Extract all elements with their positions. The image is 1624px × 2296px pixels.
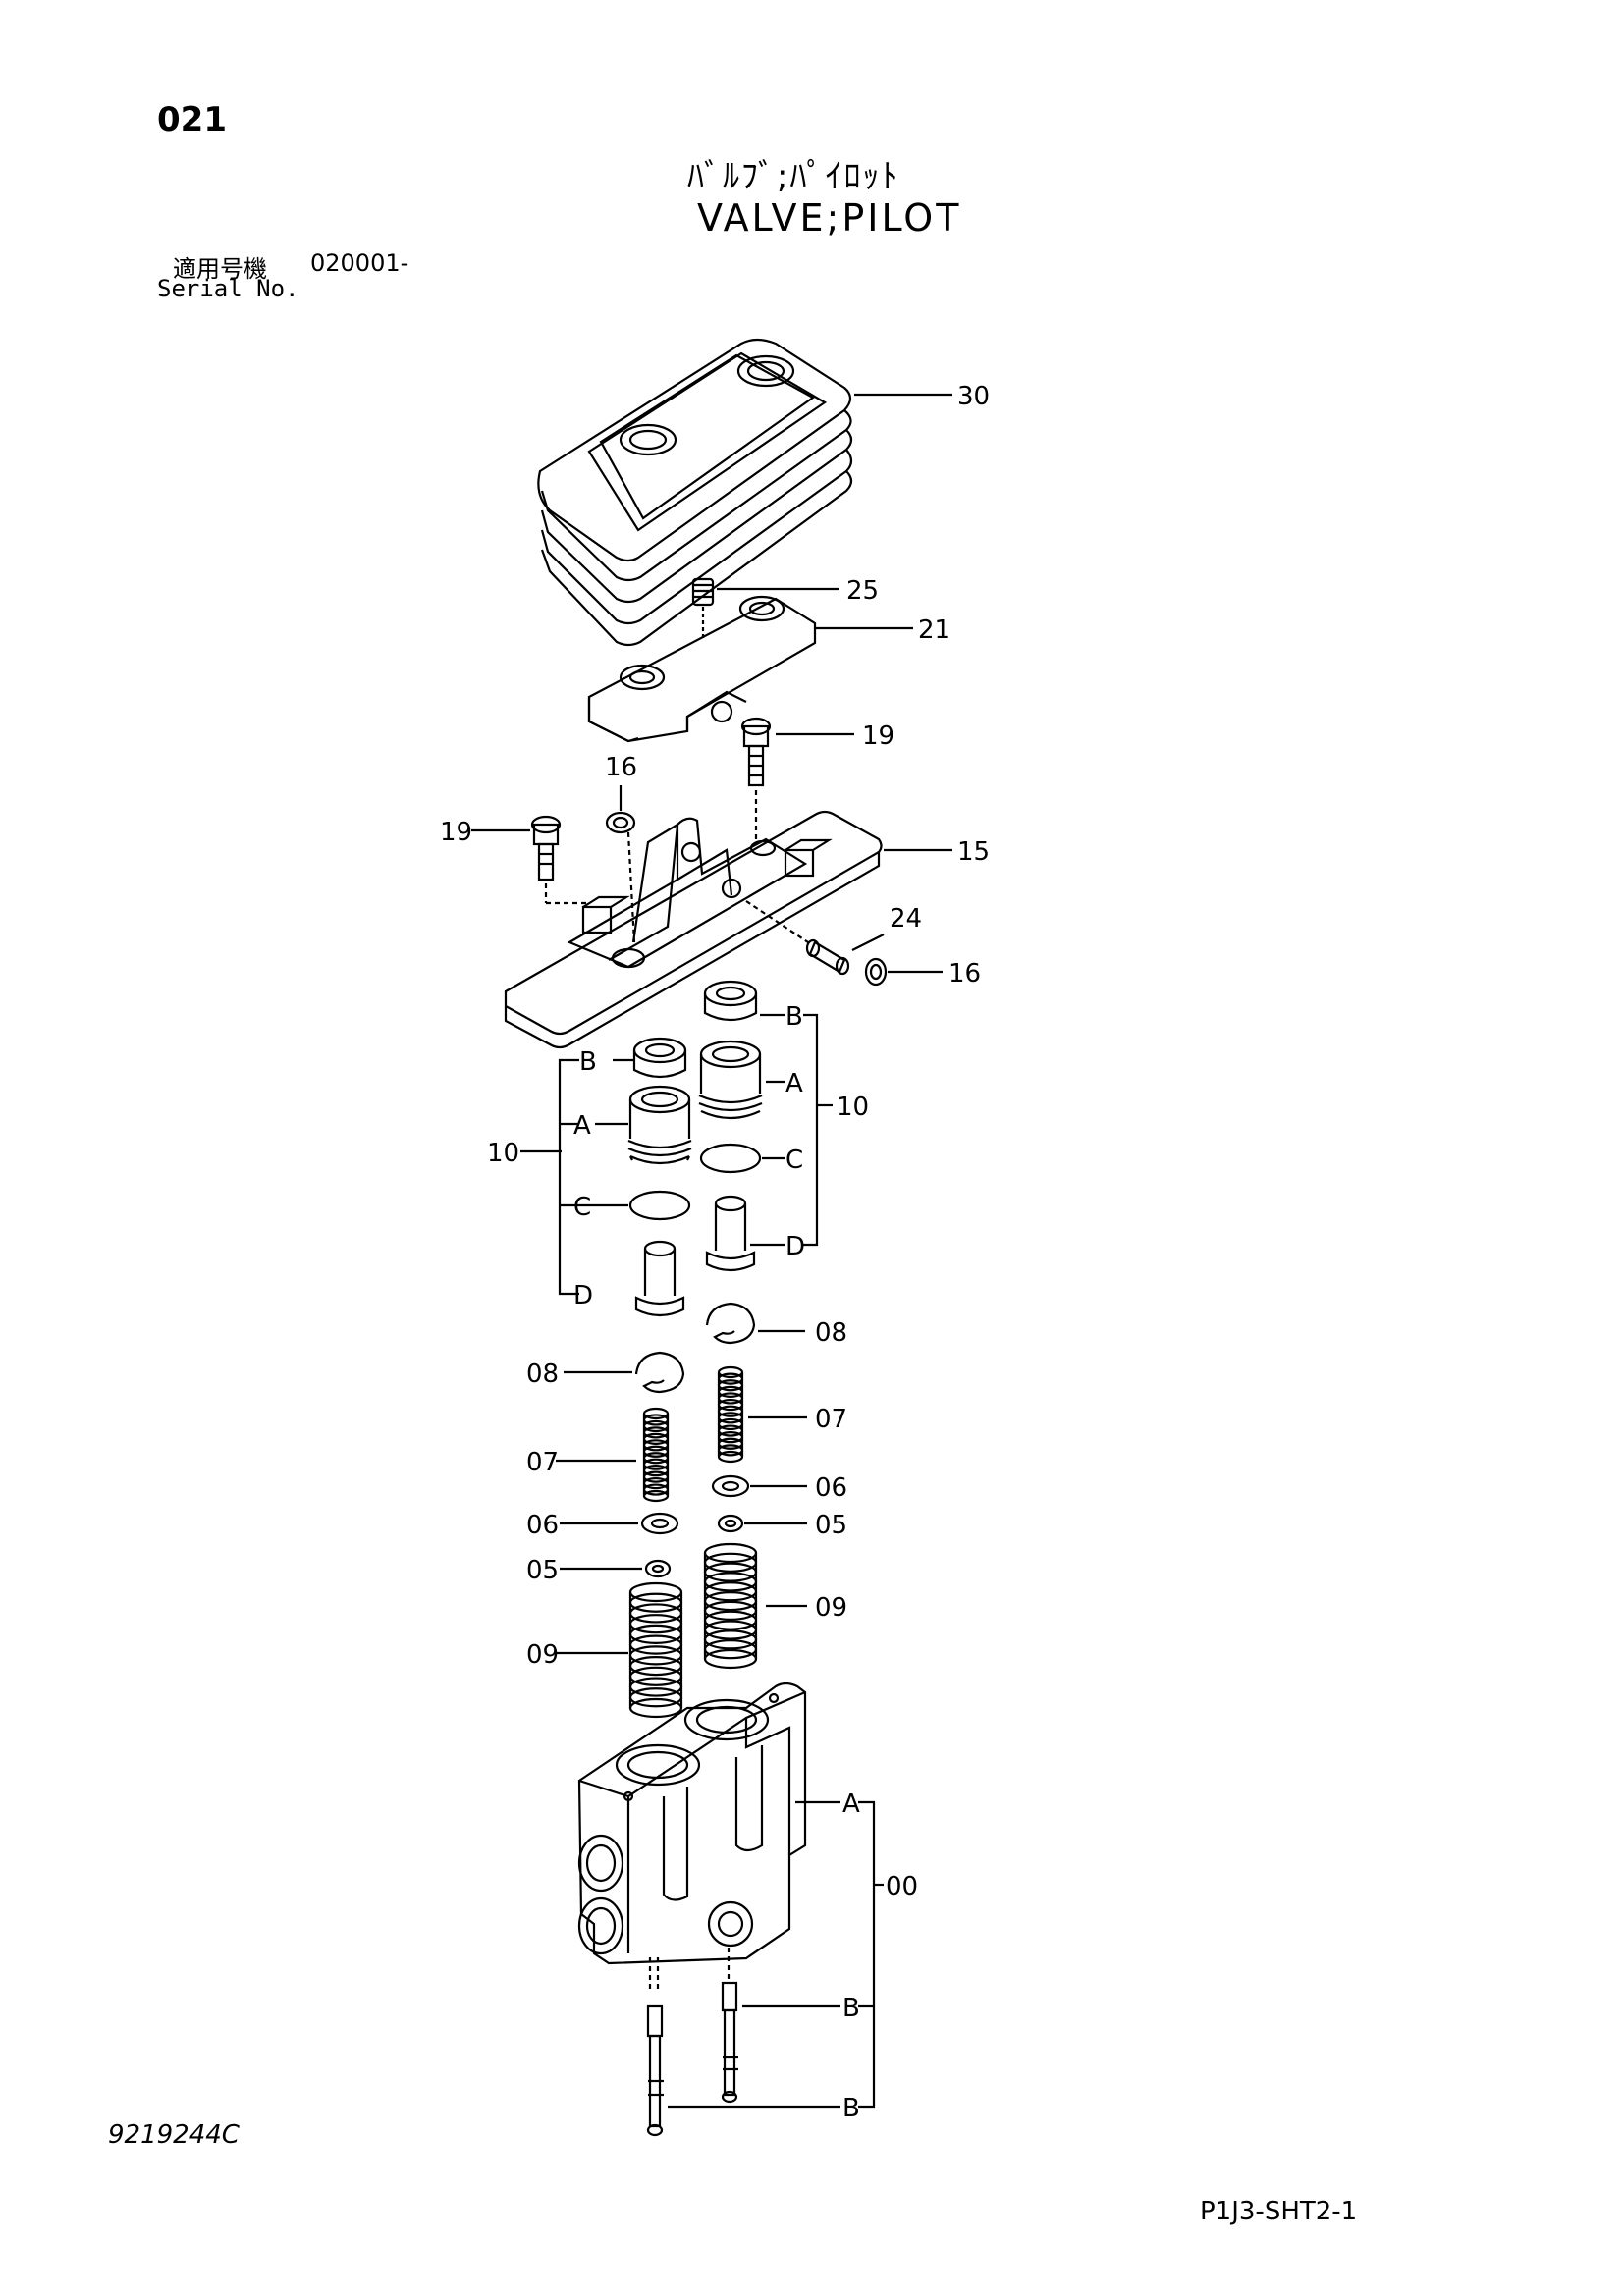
part-21-bracket bbox=[587, 595, 913, 743]
callout-08-right: 08 bbox=[815, 1318, 847, 1348]
spring-coil bbox=[628, 1666, 683, 1686]
part-24-pin bbox=[745, 900, 885, 976]
callout-10-left: 10 bbox=[487, 1139, 519, 1168]
spring-coil bbox=[628, 1581, 683, 1603]
spring-coil bbox=[628, 1634, 683, 1655]
callout-21: 21 bbox=[918, 615, 950, 645]
callout-19-right: 19 bbox=[862, 721, 894, 751]
callout-A-left: A bbox=[573, 1111, 591, 1141]
callout-B-left: B bbox=[579, 1047, 597, 1077]
callout-D-left: D bbox=[573, 1281, 593, 1310]
part-15-base-plate bbox=[504, 810, 952, 1049]
callout-06-right: 06 bbox=[815, 1473, 847, 1503]
sheet-number: P1J3-SHT2-1 bbox=[1200, 2197, 1358, 2226]
part-19-screw-left bbox=[471, 815, 589, 905]
callout-05-right: 05 bbox=[815, 1511, 847, 1540]
part-07-springs bbox=[556, 1365, 807, 1503]
callout-A-right: A bbox=[785, 1069, 803, 1098]
spring-coil bbox=[628, 1677, 683, 1697]
callout-08-left: 08 bbox=[526, 1360, 559, 1389]
callout-09-right: 09 bbox=[815, 1593, 847, 1623]
spring-coil bbox=[628, 1603, 683, 1624]
callout-B-right: B bbox=[785, 1002, 803, 1032]
part-25-setscrew bbox=[691, 577, 839, 638]
callout-05-left: 05 bbox=[526, 1556, 559, 1585]
callout-25: 25 bbox=[846, 576, 879, 606]
serial-value: 020001- bbox=[310, 249, 409, 277]
spring-coil bbox=[642, 1489, 670, 1503]
callout-24: 24 bbox=[890, 904, 922, 934]
callout-00: 00 bbox=[886, 1872, 918, 1901]
part-16-washer-top bbox=[605, 785, 636, 943]
spring-coil bbox=[717, 1450, 744, 1464]
serial-label-english: Serial No. bbox=[157, 275, 299, 302]
callout-16-top: 16 bbox=[605, 753, 637, 782]
callout-19-left: 19 bbox=[440, 818, 472, 847]
spring-coil bbox=[628, 1592, 683, 1613]
part-06-05-seats bbox=[560, 1474, 807, 1578]
part-09-springs bbox=[556, 1542, 807, 1719]
callout-30: 30 bbox=[957, 382, 990, 411]
callout-D-right: D bbox=[785, 1232, 805, 1261]
spring-coil bbox=[628, 1697, 683, 1719]
part-10-right-assembly bbox=[698, 980, 833, 1272]
spring-coil bbox=[628, 1614, 683, 1634]
callout-C-right: C bbox=[785, 1146, 803, 1175]
title-english: VALVE;PILOT bbox=[697, 196, 962, 240]
part-19-screw-right bbox=[740, 717, 854, 844]
callout-16-right: 16 bbox=[948, 959, 981, 988]
callout-A-body: A bbox=[842, 1789, 860, 1819]
spring-coil bbox=[628, 1624, 683, 1645]
title-japanese: ﾊﾞﾙﾌﾞ;ﾊﾟｲﾛｯﾄ bbox=[687, 157, 900, 196]
callout-07-right: 07 bbox=[815, 1405, 847, 1434]
drawing-number: 9219244C bbox=[108, 2120, 240, 2150]
part-00-valve-body bbox=[577, 1682, 884, 2137]
callout-10-right: 10 bbox=[837, 1093, 869, 1122]
spring-coil bbox=[628, 1687, 683, 1708]
spring-coil bbox=[628, 1655, 683, 1677]
callout-07-left: 07 bbox=[526, 1448, 559, 1477]
spring-coil bbox=[628, 1645, 683, 1666]
part-30-boot bbox=[537, 338, 952, 647]
part-16-washer-right bbox=[864, 957, 943, 987]
page-number: 021 bbox=[157, 100, 227, 139]
callout-06-left: 06 bbox=[526, 1511, 559, 1540]
callout-C-left: C bbox=[573, 1193, 591, 1222]
callout-B-pin-1: B bbox=[842, 1994, 860, 2023]
part-10-left-assembly bbox=[520, 1037, 692, 1317]
serial-label-japanese: 適用号機 bbox=[173, 255, 267, 283]
callout-B-pin-2: B bbox=[842, 2094, 860, 2123]
callout-09-left: 09 bbox=[526, 1640, 559, 1670]
callout-15: 15 bbox=[957, 837, 990, 867]
part-08-clips bbox=[564, 1302, 805, 1394]
